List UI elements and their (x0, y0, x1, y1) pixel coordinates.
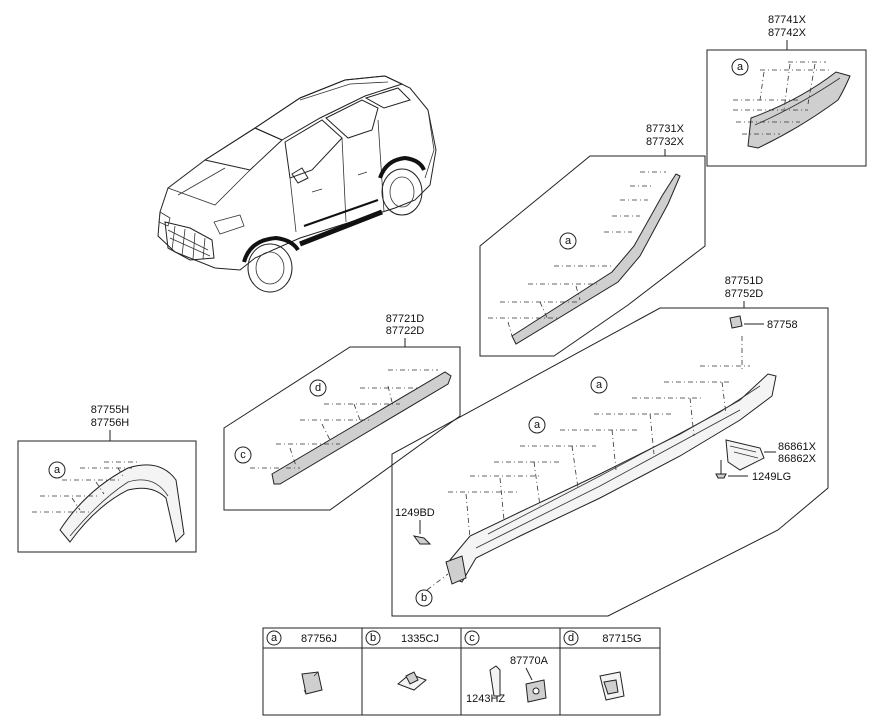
part-number-87758: 87758 (767, 319, 798, 331)
screw-1249bd (412, 535, 432, 545)
legend-b-letter: b (370, 632, 376, 644)
part-number-87755h: 87755H (91, 404, 130, 416)
clip-87758 (729, 315, 743, 329)
tape-87756j (301, 671, 323, 695)
rear-fender-box (706, 49, 867, 167)
legend-c-letter: c (469, 632, 475, 644)
callout-a-sill-upper (590, 376, 608, 394)
part-number-87752d: 87752D (725, 288, 764, 300)
legend-d-circle (563, 630, 579, 646)
callout-a-sill-upper-letter: a (596, 379, 603, 391)
callout-a-rear-fender-letter: a (737, 61, 744, 73)
callout-c-front-door-letter: c (240, 449, 246, 461)
screw-1249lg (715, 473, 727, 479)
rear-door-moulding-group: 87731X 87732X a (479, 123, 706, 357)
front-fender-moulding-group: 87755H 87756H a (17, 404, 197, 553)
part-number-86861x: 86861X (778, 441, 817, 453)
callout-a-front-fender (48, 461, 66, 479)
callout-a-sill-lower-letter: a (534, 419, 541, 431)
vehicle-illustration (157, 75, 437, 293)
callout-a-front-fender-letter: a (54, 464, 61, 476)
front-door-moulding-group: 87721D 87722D d c (223, 313, 461, 511)
part-number-87731x: 87731X (646, 123, 685, 135)
front-fender-moulding (59, 464, 185, 543)
legend-c-part-number: 87770A (510, 655, 549, 667)
callout-d-front-door (309, 379, 327, 397)
rear-fender-moulding-group: 87741X 87742X a (706, 14, 867, 167)
callout-c-front-door (234, 446, 252, 464)
part-number-87721d: 87721D (386, 313, 425, 325)
legend-a-letter: a (271, 632, 278, 644)
callout-d-front-door-letter: d (315, 382, 321, 394)
rear-door-box (479, 155, 706, 357)
side-sill-box (391, 307, 829, 617)
part-number-87741x: 87741X (768, 14, 807, 26)
part-number-1249bd: 1249BD (395, 507, 435, 519)
rear-door-moulding (511, 173, 681, 345)
legend-a-part-number: 87756J (301, 633, 337, 645)
side-sill-moulding (449, 373, 777, 583)
part-number-87732x: 87732X (646, 136, 685, 148)
callout-a-rear-door-letter: a (565, 235, 572, 247)
callout-b-sill (415, 589, 433, 607)
callout-a-rear-door (559, 232, 577, 250)
side-sill-moulding-group: 87751D 87752D a a b 87758 86861X 86862X (391, 275, 829, 617)
legend-d-part-number: 87715G (602, 633, 641, 645)
legend-c-circle (464, 630, 480, 646)
part-number-86862x: 86862X (778, 453, 817, 465)
rear-fender-moulding (747, 71, 851, 149)
fastener-legend: a 87756J b 1335CJ c 87770A 1243HZ d 8771… (262, 627, 661, 716)
part-number-87751d: 87751D (725, 275, 764, 287)
callout-a-rear-fender (731, 58, 749, 76)
callout-b-sill-letter: b (421, 592, 427, 604)
screw-1243hz (489, 665, 501, 697)
callout-a-sill-lower (528, 416, 546, 434)
part-number-87742x: 87742X (768, 27, 807, 39)
legend-d-letter: d (568, 632, 574, 644)
legend-a-circle (266, 630, 282, 646)
part-number-87722d: 87722D (386, 325, 425, 337)
part-number-1249lg: 1249LG (752, 471, 791, 483)
legend-b-part-number: 1335CJ (401, 633, 439, 645)
front-door-box (223, 346, 461, 511)
front-door-moulding (271, 371, 452, 485)
part-number-87756h: 87756H (91, 417, 130, 429)
legend-b-circle (365, 630, 381, 646)
front-fender-box (17, 440, 197, 553)
